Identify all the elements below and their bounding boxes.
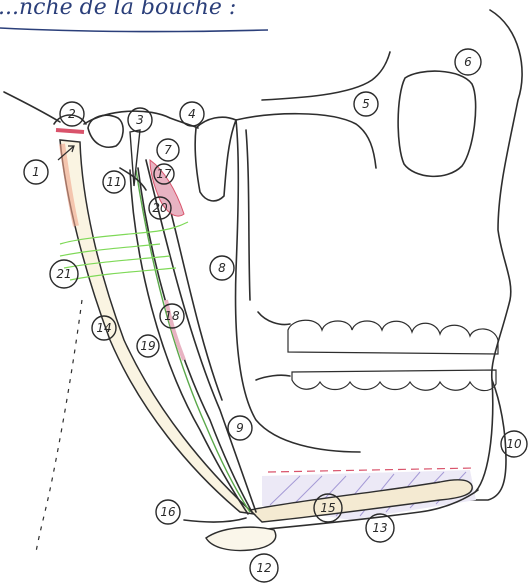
svg-text:6: 6 <box>464 55 472 69</box>
svg-text:10: 10 <box>506 437 522 451</box>
svg-text:15: 15 <box>320 501 335 515</box>
label-13: 13 <box>366 514 394 542</box>
label-4: 4 <box>180 102 204 126</box>
hyoid-left <box>184 518 246 522</box>
label-7: 7 <box>157 139 179 161</box>
svg-text:9: 9 <box>236 421 244 435</box>
svg-text:11: 11 <box>106 175 121 189</box>
svg-text:2: 2 <box>68 107 76 121</box>
label-11: 11 <box>103 171 125 193</box>
orbit <box>398 71 476 176</box>
ear-canal <box>88 115 123 147</box>
dashed-vessel <box>36 300 82 552</box>
chin-outline <box>470 380 506 500</box>
skull-top <box>4 92 60 122</box>
label-1: 1 <box>24 160 48 184</box>
label-21: 21 <box>50 260 78 288</box>
label-2: 2 <box>60 102 84 126</box>
svg-text:20: 20 <box>152 201 168 215</box>
svg-text:17: 17 <box>156 167 172 181</box>
svg-text:8: 8 <box>218 261 226 275</box>
svg-text:13: 13 <box>372 521 387 535</box>
svg-text:3: 3 <box>136 113 144 127</box>
svg-text:4: 4 <box>188 107 196 121</box>
label-12: 12 <box>250 554 278 582</box>
label-16: 16 <box>156 500 180 524</box>
svg-text:5: 5 <box>362 97 370 111</box>
svg-text:14: 14 <box>96 321 111 335</box>
svg-text:18: 18 <box>164 309 180 323</box>
hyoid-12 <box>206 527 276 550</box>
svg-text:1: 1 <box>32 165 40 179</box>
svg-text:7: 7 <box>164 143 172 157</box>
label-8: 8 <box>210 256 234 280</box>
svg-text:19: 19 <box>140 339 155 353</box>
label-5: 5 <box>354 92 378 116</box>
title-underline <box>0 28 268 32</box>
mandible-ramus <box>236 120 360 452</box>
lower-teeth <box>256 370 496 391</box>
mandible-inner <box>246 130 250 300</box>
upper-teeth <box>258 312 498 354</box>
label-9: 9 <box>228 416 252 440</box>
condyle <box>195 117 236 201</box>
mastoid-strip <box>56 130 84 132</box>
svg-text:16: 16 <box>160 505 176 519</box>
svg-text:12: 12 <box>256 561 271 575</box>
svg-text:21: 21 <box>56 267 71 281</box>
label-19: 19 <box>137 335 159 357</box>
skull-outline <box>360 10 522 500</box>
cheek-bone <box>236 114 376 168</box>
label-6: 6 <box>455 49 481 75</box>
diagram-title: ...nche de la bouche : <box>0 0 236 20</box>
